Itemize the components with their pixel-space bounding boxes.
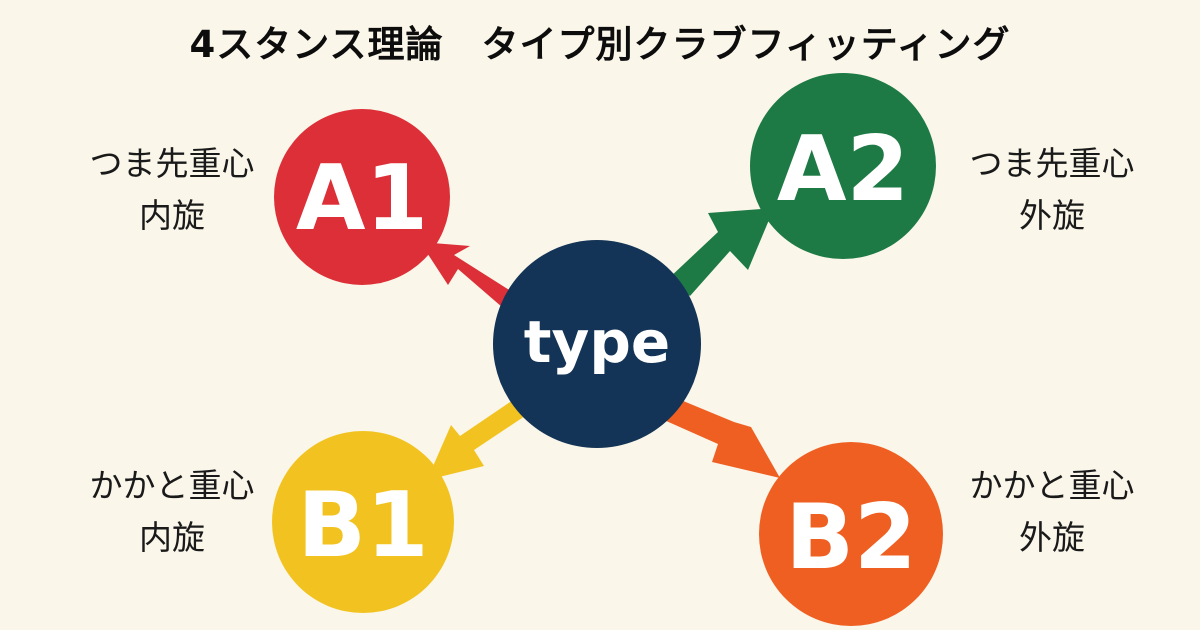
- center-node-label: type: [524, 308, 670, 376]
- label-a2-line2: 外旋: [1019, 196, 1085, 235]
- node-b2: B2: [759, 442, 943, 626]
- node-a1: A1: [274, 109, 450, 285]
- node-b1: B1: [272, 431, 454, 613]
- label-b1-line2: 内旋: [139, 518, 205, 557]
- label-a1: つま先重心 内旋: [62, 138, 282, 242]
- node-b2-circle: [759, 442, 943, 626]
- node-a1-circle: [274, 109, 450, 285]
- diagram-title: 4スタンス理論 タイプ別クラブフィッティング: [189, 23, 1011, 66]
- label-a2: つま先重心 外旋: [942, 138, 1162, 242]
- label-a2-line1: つま先重心: [969, 144, 1135, 183]
- arrow-to-b1: [427, 398, 528, 480]
- label-a1-line2: 内旋: [139, 196, 205, 235]
- node-a2-label: A2: [777, 117, 909, 222]
- arrow-to-a2: [668, 208, 774, 296]
- arrow-to-a1: [420, 242, 514, 307]
- label-b2-line1: かかと重心: [969, 466, 1135, 505]
- node-b1-label: B1: [297, 473, 428, 578]
- center-node: type: [493, 240, 701, 448]
- label-b1-line1: かかと重心: [89, 466, 255, 505]
- node-a2-circle: [750, 73, 936, 259]
- arrow-to-b2: [664, 398, 780, 478]
- label-b1: かかと重心 内旋: [62, 460, 282, 564]
- center-node-circle: [493, 240, 701, 448]
- label-b2: かかと重心 外旋: [942, 460, 1162, 564]
- node-b2-label: B2: [785, 485, 916, 590]
- node-b1-circle: [272, 431, 454, 613]
- label-b2-line2: 外旋: [1019, 518, 1085, 557]
- node-a2: A2: [750, 73, 936, 259]
- label-a1-line1: つま先重心: [89, 144, 255, 183]
- node-a1-label: A1: [296, 146, 428, 251]
